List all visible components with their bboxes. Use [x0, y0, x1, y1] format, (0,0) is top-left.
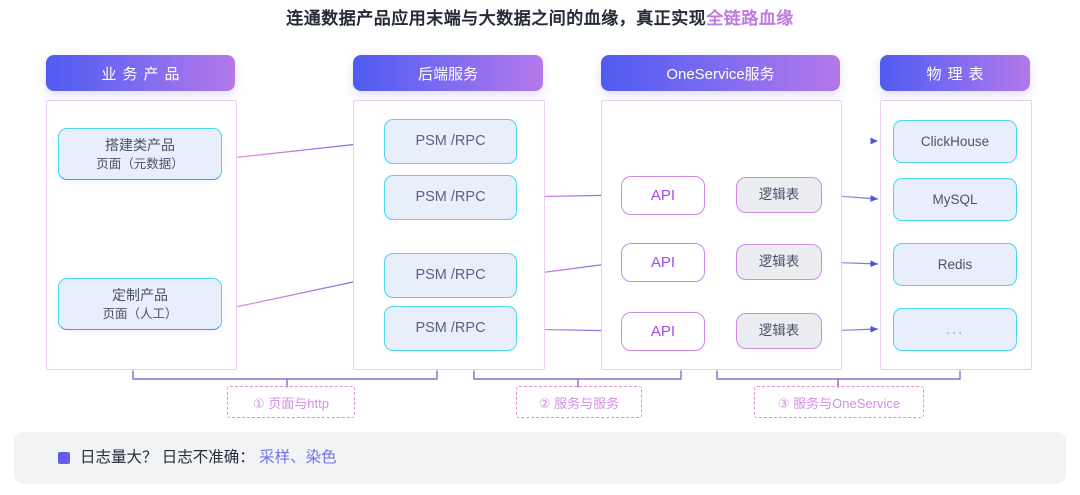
- group-label-service-oneservice: ③ 服务与OneService: [754, 386, 924, 418]
- node-psm-rpc-3-label: PSM /RPC: [415, 266, 486, 283]
- node-logic-table-2[interactable]: 逻辑表: [736, 244, 822, 280]
- bracket-service-service: [473, 370, 682, 388]
- group-label-service-service: ② 服务与服务: [516, 386, 642, 418]
- node-api-2-label: API: [650, 253, 676, 271]
- node-ellipsis-label: ...: [945, 320, 965, 338]
- group-label-page-http: ① 页面与http: [227, 386, 355, 418]
- square-bullet-icon: [58, 452, 70, 464]
- footer-text: 日志量大？ 日志不准确： 采样、染色: [80, 445, 337, 471]
- node-psm-rpc-2[interactable]: PSM /RPC: [384, 175, 517, 220]
- node-build-product[interactable]: 搭建类产品 页面（元数据）: [58, 128, 222, 180]
- node-api-1-label: API: [650, 186, 676, 204]
- node-psm-rpc-2-label: PSM /RPC: [415, 188, 486, 205]
- node-api-1[interactable]: API: [621, 176, 705, 215]
- node-custom-product-line2: 页面（人工）: [102, 307, 178, 322]
- node-api-3[interactable]: API: [621, 312, 705, 351]
- node-psm-rpc-1-label: PSM /RPC: [415, 132, 486, 149]
- bracket-page-http: [132, 370, 438, 388]
- node-api-3-label: API: [650, 322, 676, 340]
- node-clickhouse[interactable]: ClickHouse: [893, 120, 1017, 163]
- node-psm-rpc-4[interactable]: PSM /RPC: [384, 306, 517, 351]
- page-title-highlight: 全链路血缘: [706, 9, 794, 28]
- node-mysql-label: MySQL: [932, 191, 978, 207]
- page-title: 连通数据产品应用末端与大数据之间的血缘，真正实现全链路血缘: [0, 4, 1080, 29]
- bracket-service-oneservice: [716, 370, 961, 388]
- node-logic-table-2-label: 逻辑表: [758, 254, 800, 270]
- node-logic-table-1[interactable]: 逻辑表: [736, 177, 822, 213]
- page-title-main: 连通数据产品应用末端与大数据之间的血缘，真正实现: [286, 9, 707, 28]
- node-redis[interactable]: Redis: [893, 243, 1017, 286]
- footer-note: 日志量大？ 日志不准确： 采样、染色: [14, 432, 1066, 484]
- node-custom-product[interactable]: 定制产品 页面（人工）: [58, 278, 222, 330]
- footer-question: 日志量大？ 日志不准确：: [80, 449, 255, 466]
- node-redis-label: Redis: [937, 256, 973, 272]
- node-psm-rpc-1[interactable]: PSM /RPC: [384, 119, 517, 164]
- column-header-physical-table: 物理表: [880, 55, 1030, 91]
- node-custom-product-line1: 定制产品: [112, 286, 168, 303]
- node-logic-table-1-label: 逻辑表: [758, 187, 800, 203]
- node-psm-rpc-3[interactable]: PSM /RPC: [384, 253, 517, 298]
- footer-accent: 采样、染色: [259, 449, 337, 466]
- node-logic-table-3[interactable]: 逻辑表: [736, 313, 822, 349]
- node-logic-table-3-label: 逻辑表: [758, 323, 800, 339]
- node-build-product-line2: 页面（元数据）: [96, 157, 184, 172]
- node-ellipsis[interactable]: ...: [893, 308, 1017, 351]
- node-clickhouse-label: ClickHouse: [920, 133, 990, 149]
- column-header-oneservice: OneService服务: [601, 55, 840, 91]
- column-header-backend-service: 后端服务: [353, 55, 543, 91]
- column-header-business-product: 业务产品: [46, 55, 235, 91]
- node-build-product-line1: 搭建类产品: [105, 136, 175, 153]
- node-mysql[interactable]: MySQL: [893, 178, 1017, 221]
- node-psm-rpc-4-label: PSM /RPC: [415, 319, 486, 336]
- node-api-2[interactable]: API: [621, 243, 705, 282]
